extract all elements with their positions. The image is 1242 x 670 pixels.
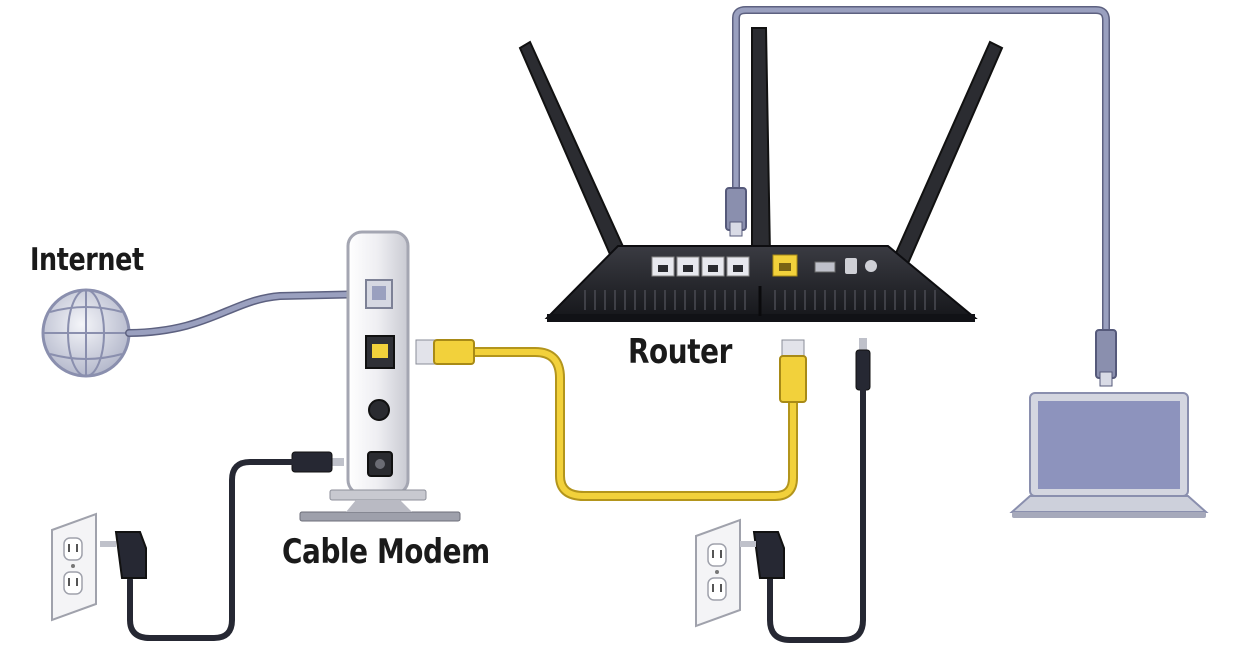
power-plug-icon: [291, 451, 333, 473]
globe-icon: [41, 288, 131, 378]
wall-outlet-icon: [51, 512, 116, 622]
cable-modem-label: Cable Modem: [282, 532, 490, 572]
router-antennas: [518, 27, 1004, 270]
rj45-plug-icon: [433, 339, 475, 365]
router-icon: [544, 245, 978, 322]
rj45-plug-icon: [779, 355, 807, 403]
modem-reset-button: [368, 399, 390, 421]
rj45-plug-icon: [1095, 329, 1117, 379]
internet-coax-cable: [125, 290, 376, 337]
wall-outlet-icon: [695, 518, 756, 628]
laptop-icon: [1009, 392, 1209, 518]
internet-label: Internet: [30, 242, 144, 278]
router-lan-ports: [651, 256, 750, 277]
router-label: Router: [628, 332, 732, 372]
laptop-network-cable: [725, 6, 1117, 387]
cable-modem-icon: [299, 230, 461, 522]
modem-power-cable: [114, 451, 344, 641]
router-power-cable: [752, 338, 871, 643]
power-plug-icon: [855, 349, 871, 391]
router-usb-port: [814, 261, 836, 273]
ethernet-cable: [415, 339, 807, 501]
